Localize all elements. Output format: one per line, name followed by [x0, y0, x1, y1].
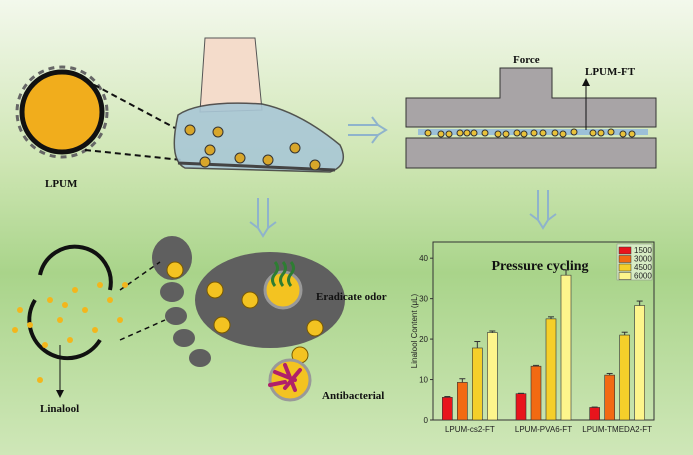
- x-tick-label: LPUM-TMEDA2-FT: [582, 425, 652, 434]
- lpum-label: LPUM: [45, 178, 78, 190]
- legend-swatch-4500: [618, 263, 632, 272]
- bar-1500: [589, 407, 600, 421]
- y-tick-label: 20: [419, 335, 428, 344]
- zoom-line: [84, 149, 183, 161]
- bar-4500: [545, 318, 557, 421]
- legend-swatch-3000: [618, 255, 632, 263]
- y-tick-label: 10: [419, 376, 428, 385]
- linalool-label: Linalool: [40, 403, 79, 415]
- bar-6000: [487, 332, 498, 421]
- bar-1500: [442, 397, 453, 421]
- pressure-cycling-chart: Pressure cycling Linalool Content (μL) 0…: [410, 241, 655, 434]
- bar-6000: [634, 305, 645, 421]
- y-tick-label: 30: [419, 295, 428, 304]
- lpum-microcapsule: [15, 65, 109, 159]
- force-label: Force: [513, 54, 540, 66]
- y-tick-label: 40: [419, 254, 428, 263]
- bar-3000: [604, 374, 615, 421]
- odor-icon: [263, 261, 303, 310]
- y-axis-label: Linalool Content (μL): [410, 293, 419, 368]
- zoom-line: [84, 79, 176, 129]
- arrow-icon: [249, 116, 557, 238]
- shoe-illustration: [173, 37, 345, 173]
- linalool-release-illustration: [12, 244, 128, 398]
- x-tick-label: LPUM-cs2-FT: [445, 425, 495, 434]
- legend-label: 6000: [634, 272, 652, 281]
- bar-6000: [560, 274, 572, 421]
- bar-1500: [515, 393, 527, 421]
- y-tick-label: 0: [424, 416, 429, 425]
- eradicate-odor-label: Eradicate odor: [316, 291, 387, 303]
- bar-3000: [457, 382, 468, 421]
- bar-3000: [530, 365, 542, 421]
- legend-label: 4500: [634, 263, 652, 272]
- press-illustration: [405, 67, 657, 169]
- chart-title: Pressure cycling: [491, 259, 588, 274]
- bar-4500: [619, 334, 630, 421]
- antibacterial-label: Antibacterial: [322, 390, 384, 402]
- legend-label: 1500: [634, 246, 652, 255]
- legend-label: 3000: [634, 255, 652, 264]
- legend-swatch-1500: [618, 246, 632, 255]
- plot-frame: [432, 241, 655, 421]
- lpum-ft-label: LPUM-FT: [585, 66, 636, 78]
- x-tick-label: LPUM-PVA6-FT: [515, 425, 572, 434]
- bacteria-icon: [268, 358, 312, 402]
- legend-swatch-6000: [618, 272, 632, 280]
- bar-4500: [472, 347, 483, 421]
